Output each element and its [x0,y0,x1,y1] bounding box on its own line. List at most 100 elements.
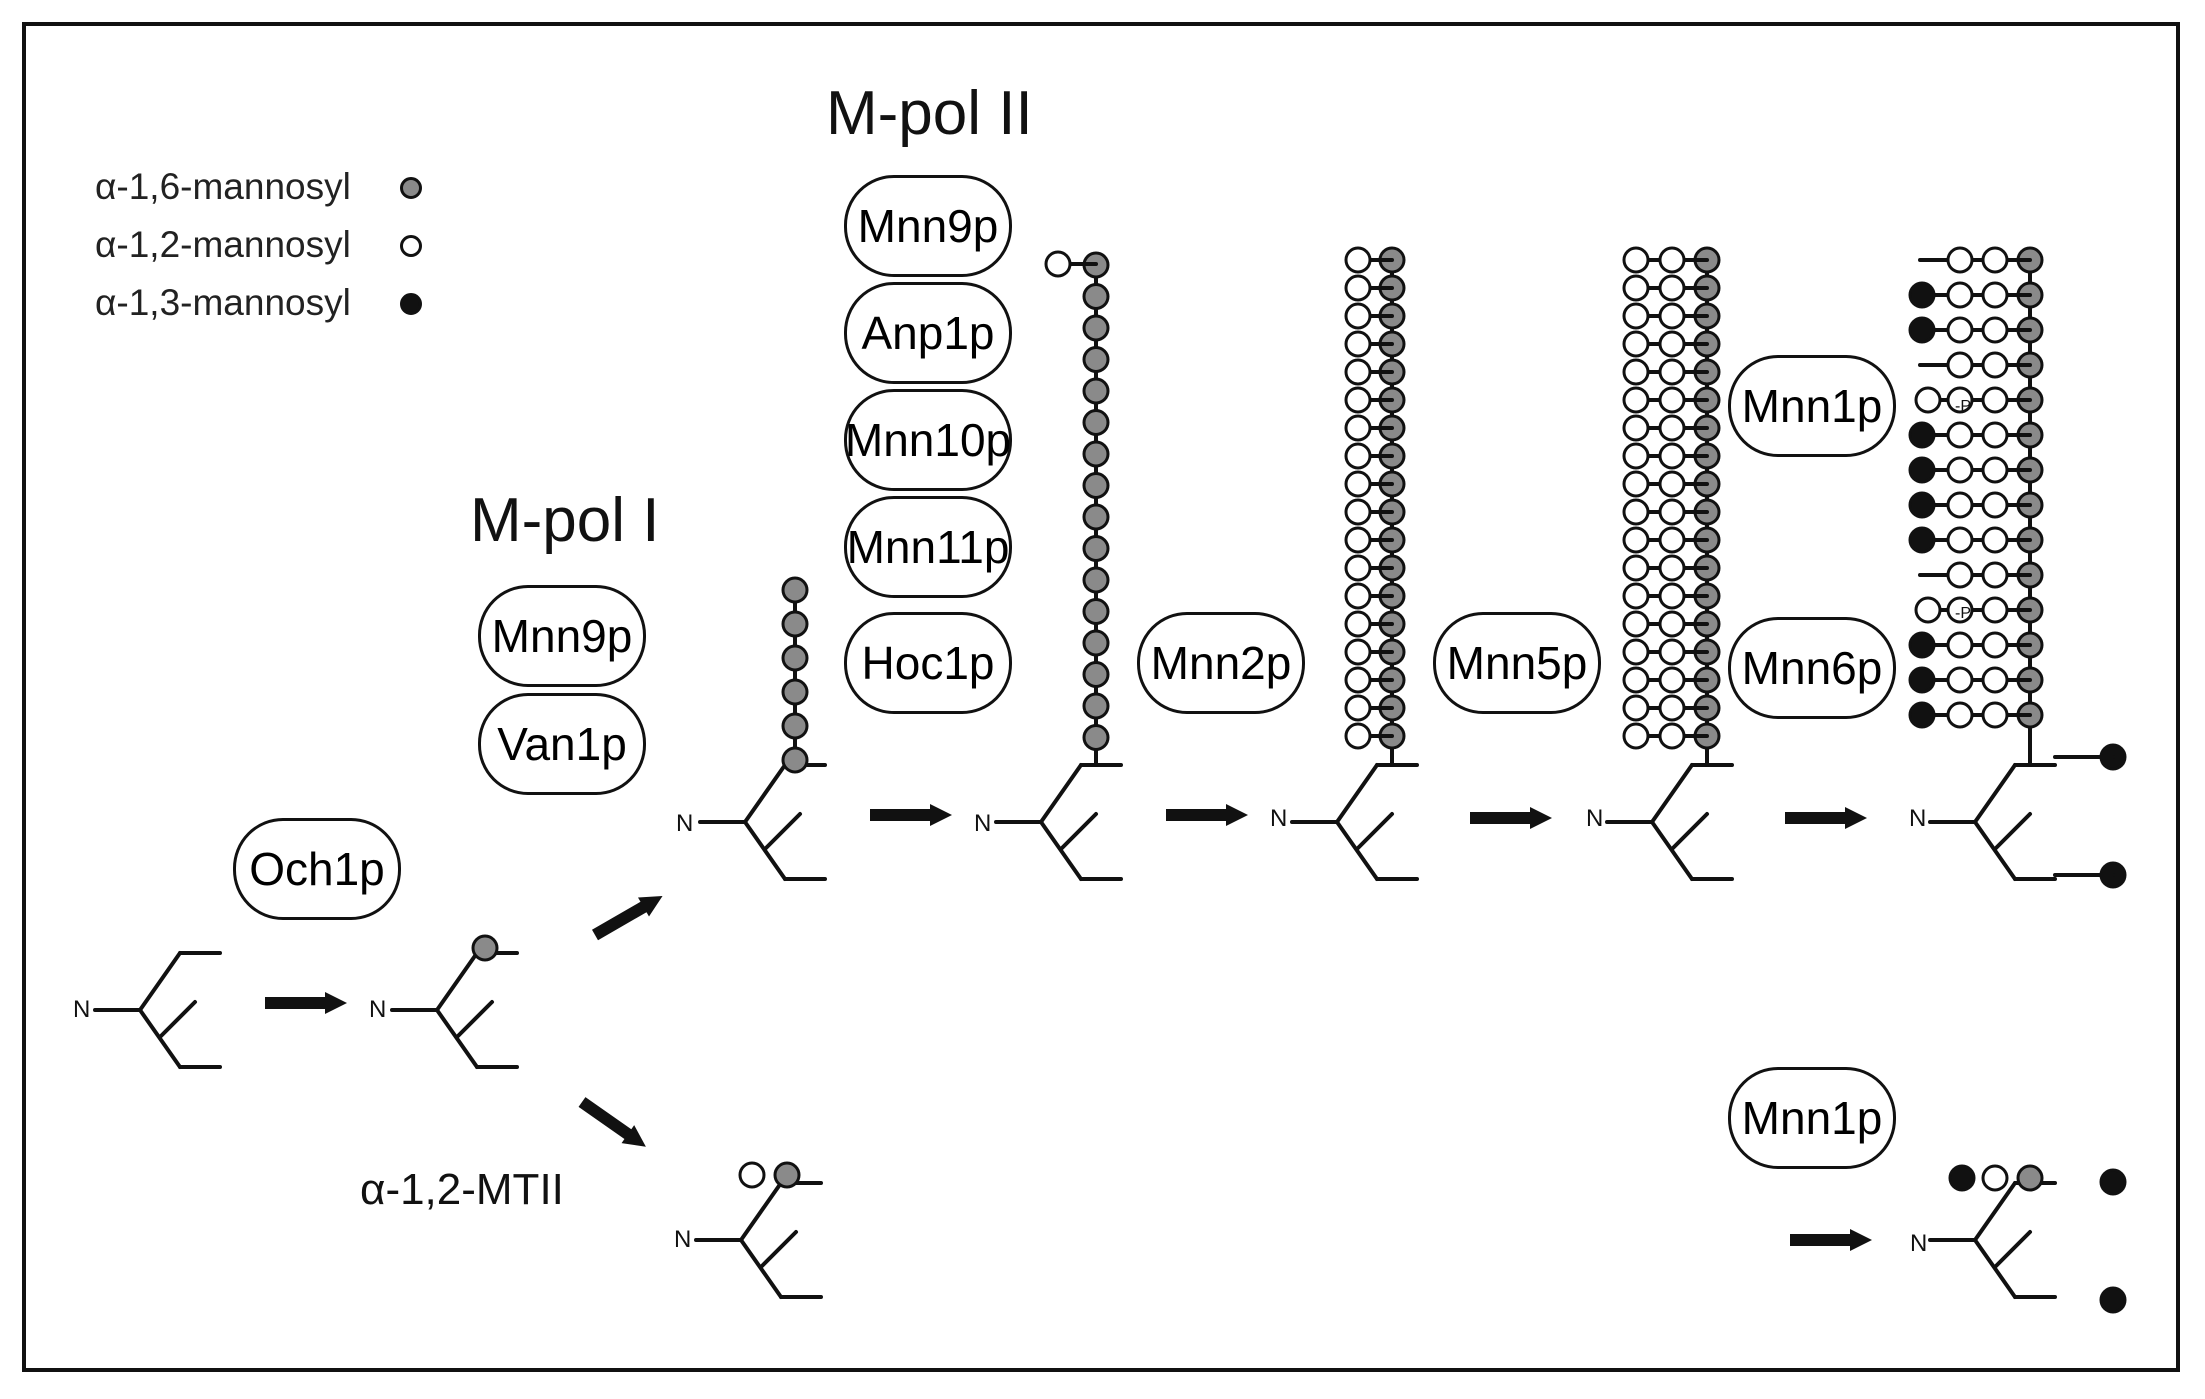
alpha12-mannose-icon [1658,610,1686,638]
alpha12-mannose-icon [1344,386,1372,414]
alpha12-mannose-icon [1344,638,1372,666]
alpha12-mannose-icon [1658,694,1686,722]
n-label-5: N [1270,805,1288,832]
mnn2p-enzyme: Mnn2p [1137,612,1305,714]
alpha12-mannose-icon [1622,442,1650,470]
mpol1-mnn9p-enzyme: Mnn9p [478,585,646,687]
core-branch-line [1973,1181,2017,1242]
alpha16-mannose-icon [1082,629,1110,657]
alpha12-mannose-icon [1658,246,1686,274]
alpha16-mannose-icon [1082,661,1110,688]
alpha16-mannose-icon [1082,283,1110,310]
alpha12-mannose-icon [1344,554,1372,582]
mpol2-title: M-pol II [826,79,1033,148]
alpha12-mannose-icon [1622,302,1650,330]
mpol1-title: M-pol I [470,486,660,555]
alpha16-mannose-icon [1082,598,1110,625]
alpha16-mannose-icon [781,712,809,740]
alpha12-mannose-icon [1981,386,2009,414]
alpha12-mannose-icon [1344,610,1372,638]
reaction-arrow-icon [1470,807,1552,829]
alpha12-mannose-icon [1658,330,1686,358]
core-branch-line [1355,812,1394,851]
alpha12-mannose-icon [1914,386,1942,414]
alpha12-mannose-icon [1946,561,1974,589]
reaction-arrow-icon [592,896,663,941]
alpha12-mannose-icon [1981,351,2009,379]
alpha12-mannose-icon [1344,722,1372,750]
core-branch-line [759,1230,798,1269]
alpha12-mannose-icon [1981,456,2009,484]
van1p-enzyme: Van1p [478,693,646,795]
alpha12-mannose-icon [1622,470,1650,498]
core-branch-line [1335,763,1379,824]
alpha16-mannose-icon [1082,566,1110,594]
n-label-3: N [676,810,694,837]
alpha12-mannose-icon [1946,701,1974,729]
alpha12-mannose-icon [1658,414,1686,442]
alpha13-mannosyl-icon [400,293,422,315]
alpha12-mannose-icon [1946,421,1974,449]
legend-label-alpha12: α-1,2-mannosyl [95,224,351,265]
alpha12-mannose-icon [1622,694,1650,722]
alpha16-mannose-icon [1082,377,1110,405]
alpha12-mannose-icon [1658,638,1686,666]
alpha13-mannose-icon [2099,1286,2127,1314]
alpha16-mannose-icon [1082,472,1110,499]
reaction-arrow-shape [592,896,663,941]
alpha12-mannose-icon [1344,666,1372,694]
alpha12-mannose-icon [1658,554,1686,582]
mnn10p-enzyme: Mnn10p [844,389,1012,491]
alpha12-mannose-icon [1622,610,1650,638]
alpha12-mannose-icon [1658,582,1686,610]
alpha12-mannose-icon [1658,442,1686,470]
reaction-arrow-icon [578,1097,646,1147]
alpha12-mannose-icon [1622,358,1650,386]
alpha12-mannosyl-icon [400,235,422,257]
alpha12-mannose-icon [1946,351,1974,379]
alpha16-mannose-icon [1082,409,1110,436]
n-label-6: N [1586,805,1604,832]
alpha16-mannose-icon [781,644,809,672]
alpha12-mannose-icon [738,1161,766,1189]
alpha12-mannose-icon [1622,386,1650,414]
core-branch-line [1670,812,1709,851]
alpha16-mannose-icon [773,1161,801,1189]
alpha12-mannose-icon [1914,596,1942,624]
core-branch-line [158,1000,197,1039]
mpol2-mnn9p-enzyme: Mnn9p [844,175,1012,277]
alpha16-mannose-icon [781,678,809,706]
mnn6p-enzyme: Mnn6p [1728,617,1896,719]
alpha12-mannose-icon [1622,526,1650,554]
alpha12-mannose-icon [1622,330,1650,358]
alpha12-mannose-icon [1946,386,1974,414]
figure-border [22,22,2180,1372]
n-label-8: N [674,1226,692,1253]
alpha12-mannose-icon [1658,470,1686,498]
n-label-4: N [974,810,992,837]
reaction-arrow-icon [1790,1229,1872,1251]
alpha12-mannose-icon [1658,274,1686,302]
alpha12-mannose-icon [1981,561,2009,589]
alpha13-mannose-icon [1908,666,1936,694]
alpha13-mannose-icon [1908,526,1936,554]
alpha12-mannose-icon [1622,582,1650,610]
alpha16-mannose-icon [781,746,809,774]
core-branch-line [743,763,787,824]
alpha12-mannose-icon [1981,631,2009,659]
alpha12-mannose-icon [1981,526,2009,554]
alpha13-mannose-icon [1908,456,1936,484]
n-label-7: N [1909,805,1927,832]
alpha12-mannose-icon [1946,491,1974,519]
alpha12-mannose-icon [1622,638,1650,666]
alpha12-mannose-icon [1946,596,1974,624]
reaction-arrow-shape [870,804,952,826]
alpha12-mannose-icon [1981,491,2009,519]
reaction-arrow-icon [265,992,347,1014]
alpha12-mannose-icon [1622,722,1650,750]
legend-item-alpha16: α-1,6-mannosyl [95,166,351,208]
alpha12-mannose-icon [1344,442,1372,470]
core-branch-line [1059,812,1098,851]
core-branch-line [138,951,182,1012]
